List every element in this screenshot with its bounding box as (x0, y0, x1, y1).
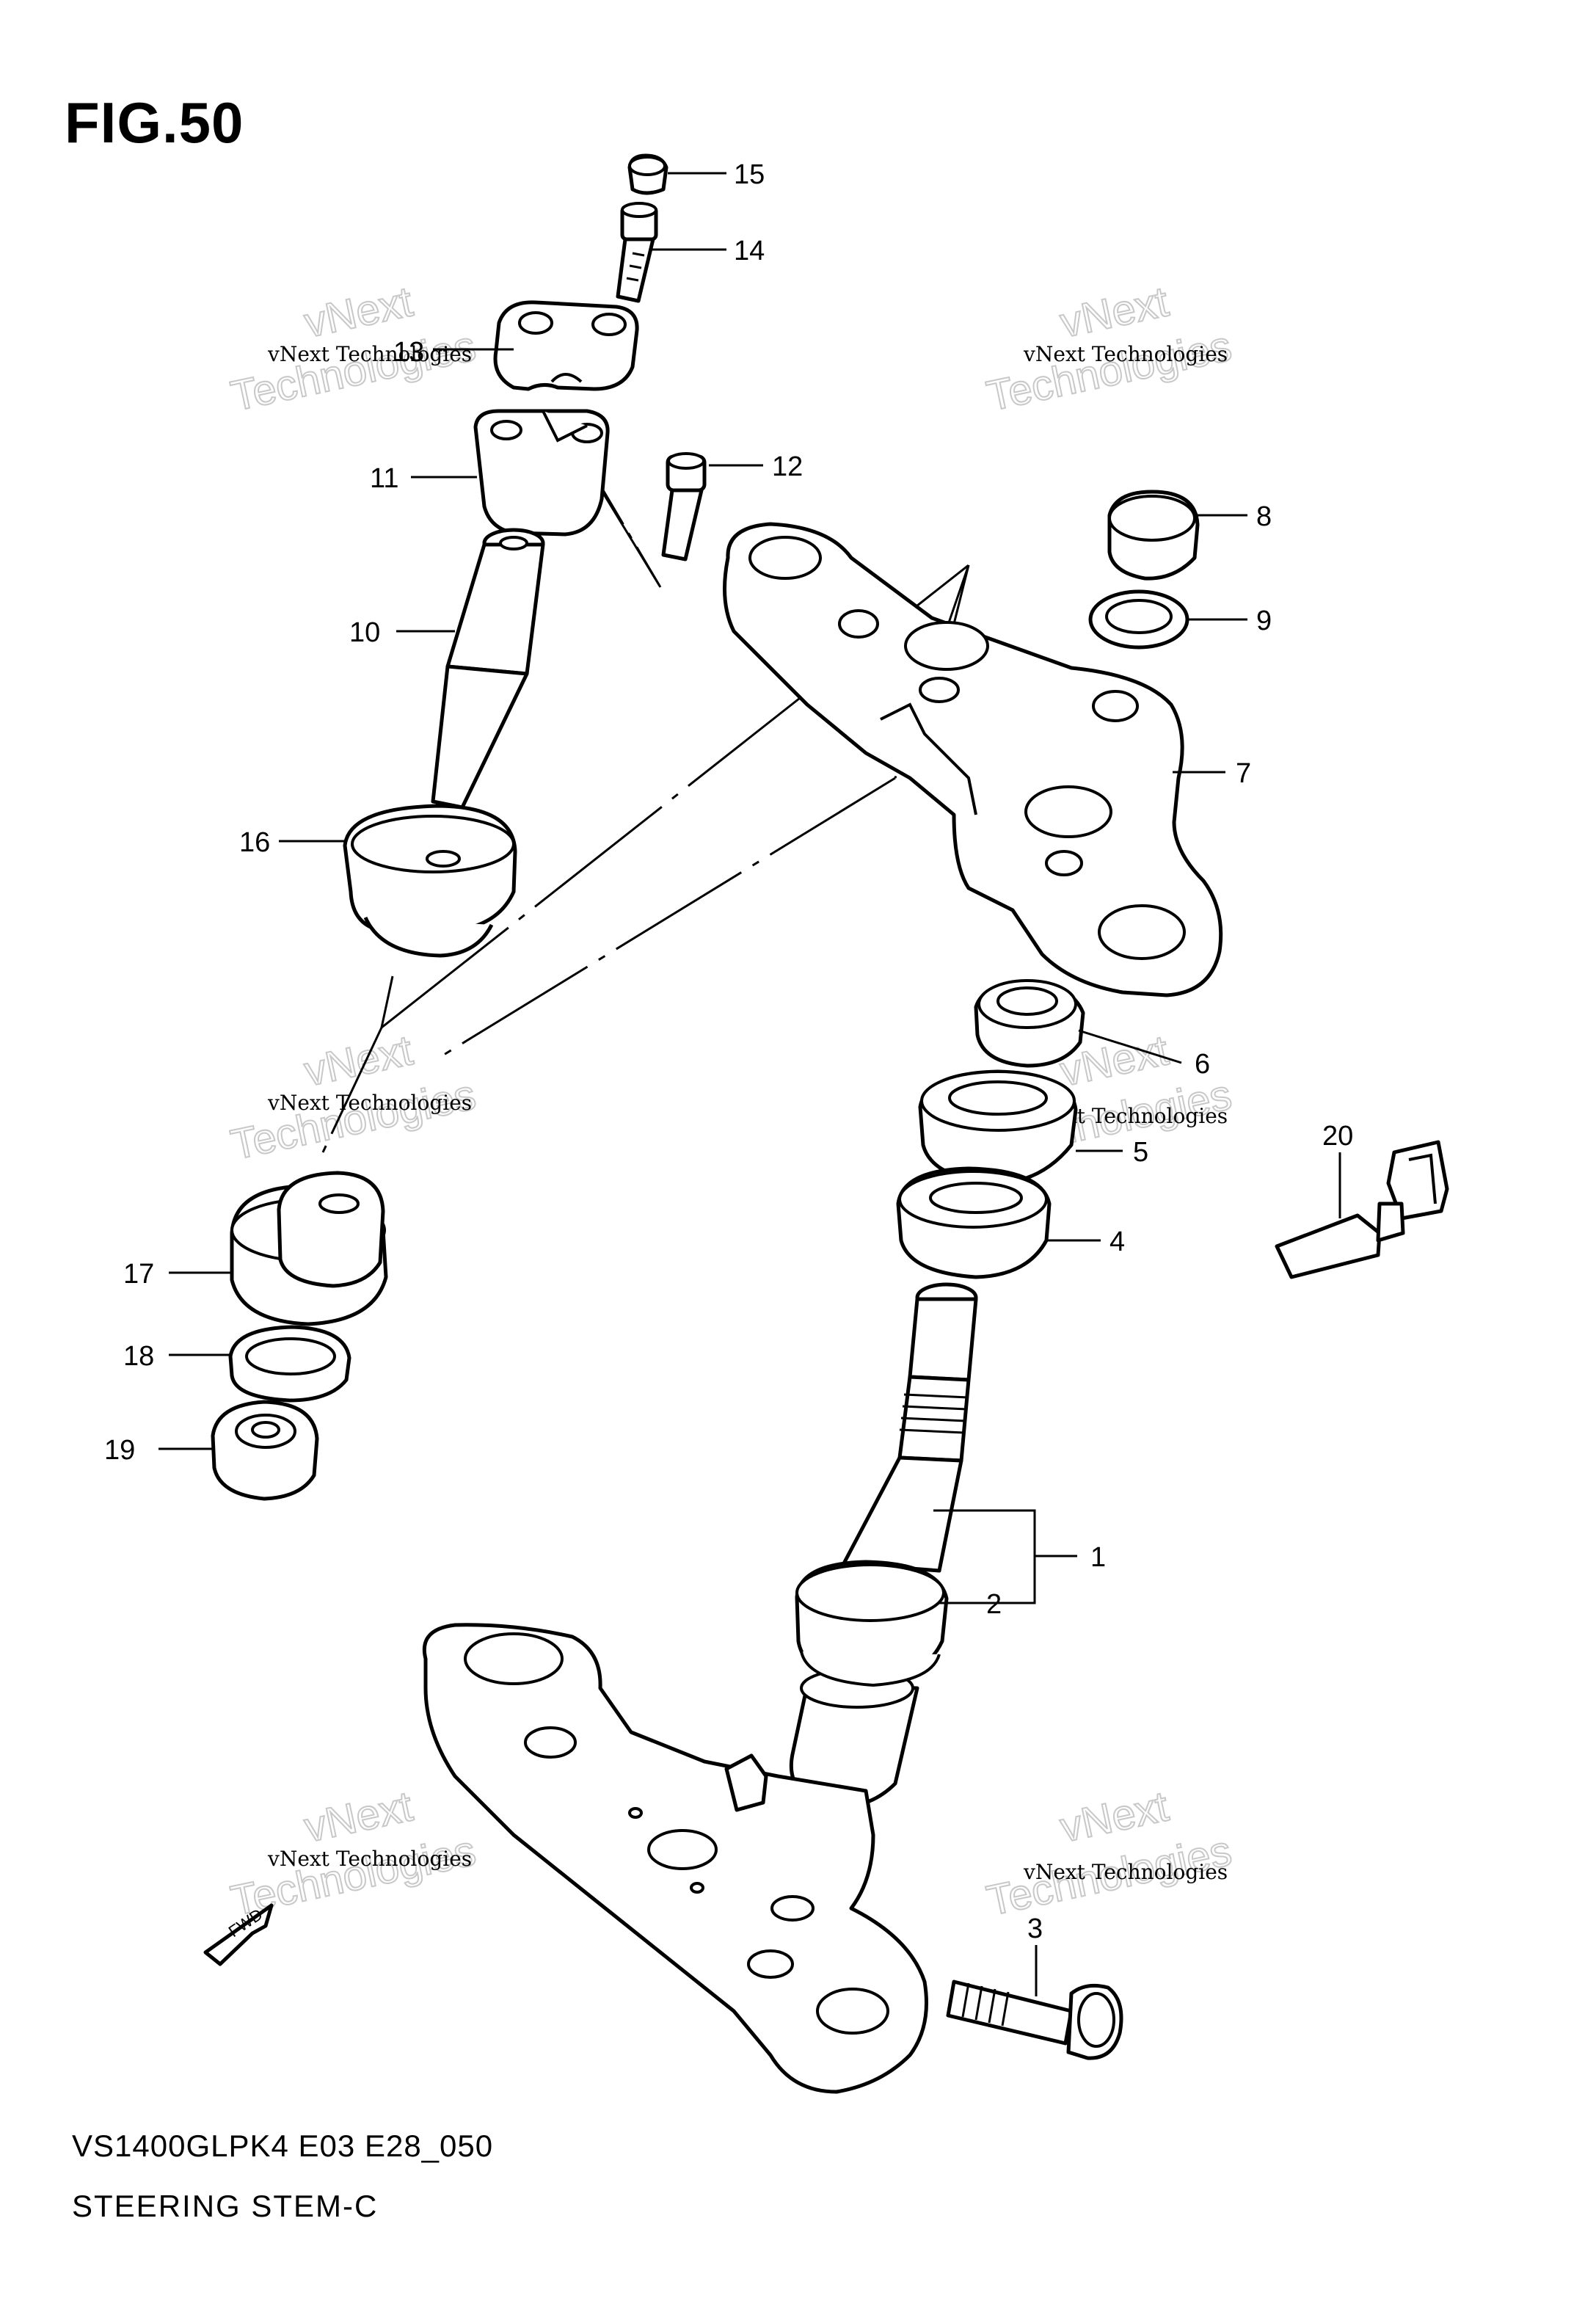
callout-10: 10 (349, 617, 380, 648)
watermark-mid-left: vNext Technologies vNext Technologies (226, 1025, 481, 1169)
part-5-dust-seal (918, 1069, 1078, 1185)
part-13-upper-holder (493, 300, 639, 391)
callout-2: 2 (986, 1589, 1002, 1620)
part-10-shaft (431, 528, 545, 843)
watermark-bottom-right: vNext Technologies vNext Technologies (982, 1781, 1236, 1925)
callout-19: 19 (104, 1435, 135, 1466)
figure-title: FIG.50 (65, 90, 244, 155)
svg-text:vNext Technologies: vNext Technologies (267, 342, 472, 366)
callout-12: 12 (772, 451, 803, 482)
part-11-lower-holder (473, 409, 610, 537)
callout-13: 13 (393, 337, 424, 368)
callout-leader-lines (158, 172, 1341, 1996)
callout-3: 3 (1027, 1913, 1043, 1944)
part-9-washer (1088, 589, 1189, 650)
diagram-name: STEERING STEM-C (72, 2189, 379, 2223)
part-16-rubber-mount (343, 804, 517, 958)
callout-15: 15 (734, 159, 765, 190)
callout-16: 16 (239, 827, 270, 858)
lower-bracket (422, 1623, 928, 2094)
callout-17: 17 (123, 1259, 154, 1290)
part-14-bolt (616, 202, 658, 303)
svg-text:vNext Technologies: vNext Technologies (267, 1091, 472, 1115)
part-19-nut (211, 1400, 319, 1501)
callout-4: 4 (1109, 1226, 1125, 1257)
part-18-washer (228, 1325, 351, 1403)
part-15-cap (627, 153, 668, 195)
callout-9: 9 (1256, 606, 1272, 636)
part-12-bolt (661, 452, 707, 561)
part-7-upper-bracket (723, 522, 1223, 997)
model-code: VS1400GLPK4 E03 E28_050 (72, 2129, 494, 2163)
callout-labels: 15 14 13 11 12 10 16 8 9 7 6 5 4 20 17 1… (104, 159, 1353, 1944)
svg-text:vNext Technologies: vNext Technologies (267, 1847, 472, 1871)
part-4-bearing (896, 1166, 1052, 1279)
callout-1: 1 (1090, 1542, 1106, 1573)
part-8-cap (1107, 490, 1200, 581)
part-1-steering-stem (789, 1282, 978, 1809)
watermark-top-right: vNext Technologies vNext Technologies (982, 277, 1236, 421)
callout-14: 14 (734, 236, 765, 266)
callout-18: 18 (123, 1341, 154, 1372)
watermark-bottom-left: vNext Technologies vNext Technologies (226, 1781, 481, 1925)
part-20-key (1275, 1140, 1449, 1279)
part-6-lock-nut (974, 979, 1085, 1068)
part-3-pinch-bolt (946, 1980, 1123, 2060)
part-17-bearing (230, 1171, 388, 1326)
callout-20: 20 (1322, 1121, 1353, 1152)
callout-11: 11 (370, 463, 398, 494)
callout-5: 5 (1133, 1137, 1148, 1168)
callout-8: 8 (1256, 501, 1272, 532)
svg-text:vNext Technologies: vNext Technologies (1023, 1860, 1228, 1884)
callout-6: 6 (1195, 1049, 1210, 1080)
svg-text:vNext Technologies: vNext Technologies (1023, 342, 1228, 366)
part-2-lower-bearing (795, 1560, 949, 1687)
assembly-centerlines (321, 418, 970, 1153)
callout-7: 7 (1236, 758, 1251, 789)
